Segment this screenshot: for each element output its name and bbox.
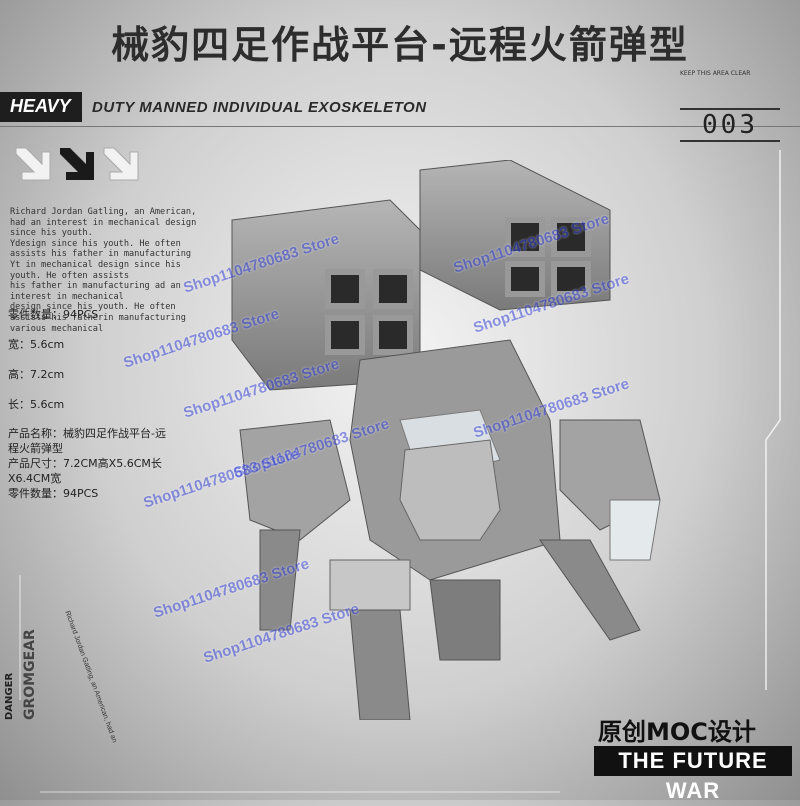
spec-product-name: 产品名称：械豹四足作战平台-远 <box>8 427 166 440</box>
future-war-label: THE FUTURE WAR <box>594 746 792 803</box>
spec-width: 宽：5.6cm <box>8 338 65 351</box>
heavy-label-bar <box>0 92 82 122</box>
brand-logo-text: GROMGEAR <box>22 629 38 720</box>
mech-model-image <box>231 160 661 720</box>
spec-product-size-cont: X6.4CM宽 <box>8 472 62 485</box>
keep-clear-label: KEEP THIS AREA CLEAR <box>680 70 751 77</box>
spec-height: 高：7.2cm <box>8 368 65 381</box>
spec-product-size: 产品尺寸：7.2CM高X5.6CM长 <box>8 457 162 470</box>
moc-design-label: 原创MOC设计 <box>598 718 756 746</box>
spec-length: 长：5.6cm <box>8 398 65 411</box>
description-text: Richard Jordan Gatling, an American, had… <box>10 207 197 334</box>
arrow-down-right-icon <box>60 148 94 180</box>
arrow-down-right-icon <box>15 147 51 181</box>
arrow-chevron-icons <box>15 147 139 181</box>
spec-parts: 零件数量：94PCS <box>8 308 99 321</box>
subtitle: DUTY MANNED INDIVIDUAL EXOSKELETON <box>92 99 427 116</box>
danger-label: DANGER <box>4 672 15 720</box>
spec-product-name-cont: 程火箭弹型 <box>8 442 63 455</box>
arrow-down-right-icon <box>103 147 139 181</box>
spec-parts-2: 零件数量：94PCS <box>8 487 99 500</box>
heavy-label: HEAVY <box>10 96 71 116</box>
header-divider <box>0 126 800 127</box>
page-title: 械豹四足作战平台-远程火箭弹型 <box>111 23 689 67</box>
spec-list: 零件数量：94PCS 宽：5.6cm 高：7.2cm 长：5.6cm 产品名称：… <box>8 306 258 515</box>
spec-block: 产品名称：械豹四足作战平台-远 程火箭弹型 产品尺寸：7.2CM高X5.6CM长… <box>8 426 258 501</box>
model-number-badge: 003 <box>680 108 780 142</box>
